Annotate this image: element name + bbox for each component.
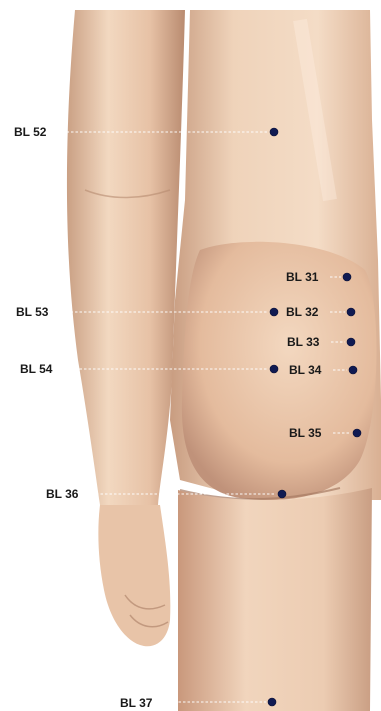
bl32-label: BL 32 [286, 305, 319, 319]
bl54-point [270, 365, 278, 373]
bl33-point [347, 338, 355, 346]
bl32-point [347, 308, 355, 316]
arm-shape [67, 10, 185, 505]
bl53-label: BL 53 [16, 305, 49, 319]
bl52-point [270, 128, 278, 136]
bl35-point [353, 429, 361, 437]
bl31-point [343, 273, 351, 281]
bl37-label: BL 37 [120, 696, 153, 710]
bl31-label: BL 31 [286, 270, 319, 284]
bl33-label: BL 33 [287, 335, 320, 349]
bl36-point [278, 490, 286, 498]
bl34-label: BL 34 [289, 363, 322, 377]
bl53-point [270, 308, 278, 316]
bl52-label: BL 52 [14, 125, 47, 139]
bl35-label: BL 35 [289, 426, 322, 440]
bl37-point [268, 698, 276, 706]
bl54-label: BL 54 [20, 362, 53, 376]
leg-shape [178, 488, 372, 711]
bl36-label: BL 36 [46, 487, 79, 501]
bl34-point [349, 366, 357, 374]
